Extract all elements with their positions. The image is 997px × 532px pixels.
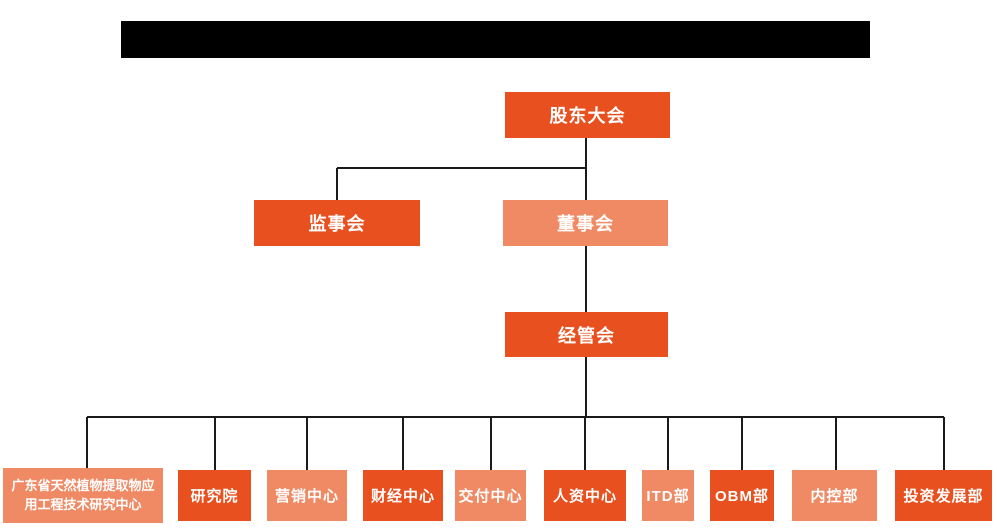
org-node-marketing-center: 营销中心 <box>267 470 347 521</box>
org-node-label: 投资发展部 <box>903 488 984 505</box>
org-node-management-committee: 经管会 <box>505 312 668 357</box>
org-node-label: 监事会 <box>308 214 366 234</box>
org-node-label: 财经中心 <box>370 488 435 505</box>
org-node-label: 营销中心 <box>274 488 339 505</box>
org-node-delivery-center: 交付中心 <box>455 470 526 521</box>
org-node-gd-research-center: 广东省天然植物提取物应用工程技术研究中心 <box>3 468 163 523</box>
org-node-label: 研究院 <box>190 488 239 505</box>
org-node-label: 经管会 <box>558 325 615 346</box>
org-node-finance-center: 财经中心 <box>363 470 443 521</box>
org-node-itd-dept: ITD部 <box>642 470 694 521</box>
org-node-hr-center: 人资中心 <box>544 470 626 521</box>
org-node-shareholders-meeting: 股东大会 <box>505 92 670 138</box>
org-node-internal-control-dept: 内控部 <box>792 470 877 521</box>
org-node-board-of-directors: 董事会 <box>503 200 668 246</box>
org-node-label: 广东省天然植物提取物应用工程技术研究中心 <box>11 477 155 512</box>
org-node-label: 股东大会 <box>549 106 626 126</box>
org-node-label: ITD部 <box>646 488 690 505</box>
org-node-obm-dept: OBM部 <box>710 470 774 521</box>
org-node-supervisory-board: 监事会 <box>254 200 420 246</box>
org-node-label: 人资中心 <box>552 488 617 505</box>
org-node-investment-development-dept: 投资发展部 <box>895 470 992 521</box>
org-node-research-institute: 研究院 <box>178 470 251 521</box>
org-node-label: OBM部 <box>715 488 769 505</box>
org-node-label: 内控部 <box>810 488 859 505</box>
redacted-title-bar <box>121 21 870 58</box>
org-node-label: 董事会 <box>557 214 614 234</box>
org-node-label: 交付中心 <box>458 488 523 505</box>
